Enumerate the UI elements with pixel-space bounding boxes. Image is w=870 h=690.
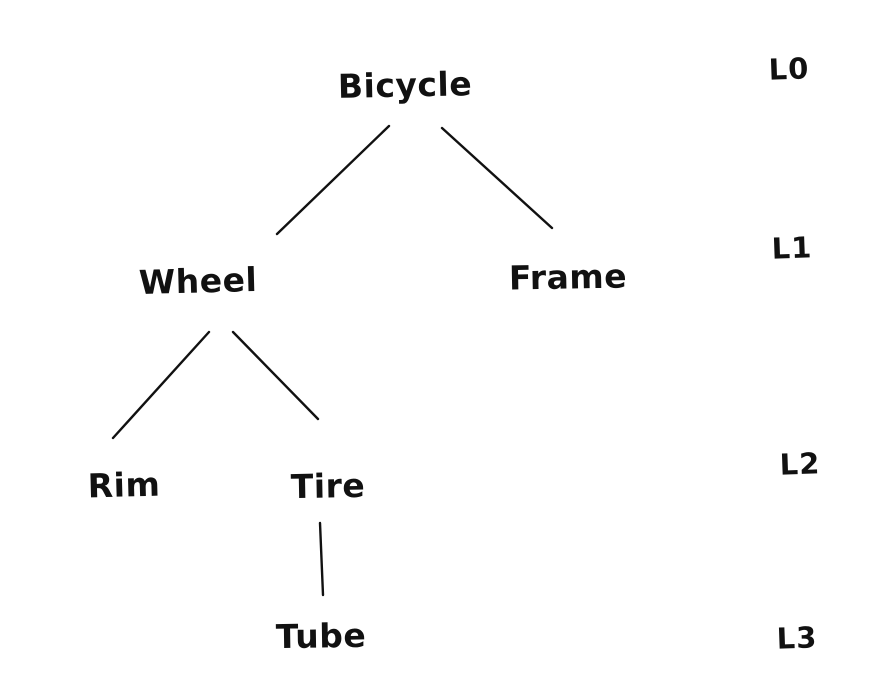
node-bicycle: Bicycle bbox=[337, 64, 473, 106]
node-tire: Tire bbox=[290, 465, 366, 507]
node-wheel: Wheel bbox=[138, 259, 258, 303]
level-label-l0: L0 bbox=[768, 51, 810, 87]
level-label-l2: L2 bbox=[779, 446, 821, 482]
level-label-l1: L1 bbox=[771, 230, 813, 266]
edge-bicycle-wheel bbox=[275, 124, 391, 236]
edge-wheel-rim bbox=[111, 330, 211, 440]
node-frame: Frame bbox=[508, 256, 628, 298]
node-tube: Tube bbox=[275, 615, 367, 657]
edge-bicycle-frame bbox=[440, 126, 554, 230]
edge-tire-tube bbox=[318, 521, 325, 597]
edge-wheel-tire bbox=[231, 330, 320, 421]
level-label-l3: L3 bbox=[776, 620, 818, 656]
node-rim: Rim bbox=[87, 464, 161, 506]
